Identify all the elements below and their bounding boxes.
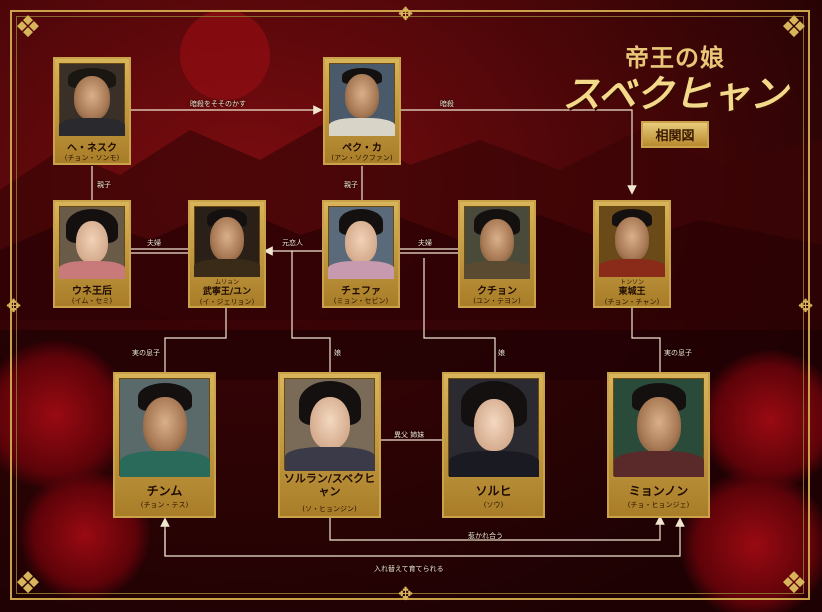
character-card-tongseong[interactable]: トンソン 東城王 (チョン・チャン) — [593, 200, 671, 308]
character-portrait — [613, 378, 704, 477]
relation-label: 親子 — [97, 181, 111, 189]
logo-subtitle: 帝王の娘 — [625, 43, 725, 72]
drama-logo: 帝王の娘 スベクヒャン 相関図 — [560, 38, 790, 148]
actor-name: (イム・セミ) — [71, 297, 113, 305]
peony-decoration — [0, 340, 130, 490]
relation-label: 暗殺をそそのかす — [190, 100, 246, 108]
actor-name: (チョン・テス) — [140, 501, 189, 509]
actor-name: (チョン・チャン) — [604, 298, 660, 306]
corner-ornament-icon: ❖ — [780, 10, 808, 45]
logo-title: スベクヒャン — [562, 71, 788, 116]
character-card-muryeong[interactable]: ムリョン 武寧王/ユン (イ・ジェリョン) — [188, 200, 266, 308]
character-card-jinmu[interactable]: チンム (チョン・テス) — [113, 372, 216, 518]
actor-name: (チョン・ソンモ) — [64, 154, 120, 162]
character-name: 東城王 — [618, 287, 646, 297]
character-card-solran[interactable]: ソルラン/スベクヒャン (ソ・ヒョンジン) — [278, 372, 381, 518]
character-name: ソルラン/スベクヒャン — [283, 472, 376, 498]
relation-label: 夫婦 — [418, 239, 432, 247]
character-portrait — [599, 206, 665, 277]
relation-label: 暗殺 — [440, 100, 454, 108]
relation-label: 惹かれ合う — [468, 532, 503, 540]
character-name: チンム — [146, 484, 183, 498]
gold-frame — [10, 10, 810, 600]
actor-name: (アン・ソクファン) — [331, 154, 393, 162]
relation-label: 夫婦 — [147, 239, 161, 247]
character-name: 武寧王/ユン — [202, 287, 252, 297]
relation-label: 娘 — [334, 349, 341, 357]
character-portrait — [328, 206, 394, 279]
relation-label: 実の息子 — [664, 349, 692, 357]
actor-name: (チョ・ヒョンジェ) — [627, 501, 690, 509]
character-card-uneko[interactable]: ウネ王后 (イム・セミ) — [53, 200, 131, 308]
character-portrait — [59, 206, 125, 279]
character-card-solhi[interactable]: ソルヒ (ソウ) — [442, 372, 545, 518]
relation-label: 入れ替えて育てられる — [374, 565, 444, 573]
character-name: クチョン — [477, 286, 517, 297]
character-name: ミョンノン — [628, 484, 689, 498]
character-portrait — [464, 206, 530, 279]
edge-ornament-icon: ✥ — [398, 584, 414, 605]
relation-label: 親子 — [344, 181, 358, 189]
character-portrait — [448, 378, 539, 477]
character-portrait — [119, 378, 210, 477]
relation-label: 元恋人 — [282, 239, 303, 247]
character-card-hengsuku[interactable]: ヘ・ネスク (チョン・ソンモ) — [53, 57, 131, 165]
character-card-chefa[interactable]: チェファ (ミョン・セビン) — [322, 200, 400, 308]
actor-name: (イ・ジェリョン) — [199, 298, 255, 306]
actor-name: (ユン・テヨン) — [473, 297, 521, 305]
edge-ornament-icon: ✥ — [798, 296, 814, 317]
character-portrait — [194, 206, 260, 277]
inner-frame — [16, 16, 804, 594]
character-ruby: ムリョン — [214, 279, 239, 286]
actor-name: (ソウ) — [483, 501, 504, 509]
corner-ornament-icon: ❖ — [780, 566, 808, 601]
relation-label: 実の息子 — [132, 349, 160, 357]
character-card-kuchon[interactable]: クチョン (ユン・テヨン) — [458, 200, 536, 308]
character-portrait — [329, 63, 395, 136]
actor-name: (ミョン・セビン) — [333, 297, 389, 305]
character-portrait — [284, 378, 375, 471]
character-name: ペク・カ — [342, 143, 382, 154]
character-name: ヘ・ネスク — [67, 143, 117, 154]
edge-ornament-icon: ✥ — [6, 296, 22, 317]
corner-ornament-icon: ❖ — [14, 566, 42, 601]
peony-decoration — [700, 350, 822, 490]
character-card-myeongnong[interactable]: ミョンノン (チョ・ヒョンジェ) — [607, 372, 710, 518]
character-ruby: トンソン — [619, 279, 644, 286]
actor-name: (ソ・ヒョンジン) — [302, 505, 357, 513]
edge-ornament-icon: ✥ — [398, 4, 414, 25]
character-name: ウネ王后 — [72, 286, 112, 297]
relation-label: 娘 — [498, 349, 505, 357]
character-card-bekka[interactable]: ペク・カ (アン・ソクファン) — [323, 57, 401, 165]
relation-label: 異父 姉妹 — [394, 431, 425, 439]
corner-ornament-icon: ❖ — [14, 10, 42, 45]
character-portrait — [59, 63, 125, 136]
character-name: チェファ — [341, 286, 381, 297]
chart-badge: 相関図 — [641, 121, 709, 148]
character-name: ソルヒ — [475, 484, 512, 498]
